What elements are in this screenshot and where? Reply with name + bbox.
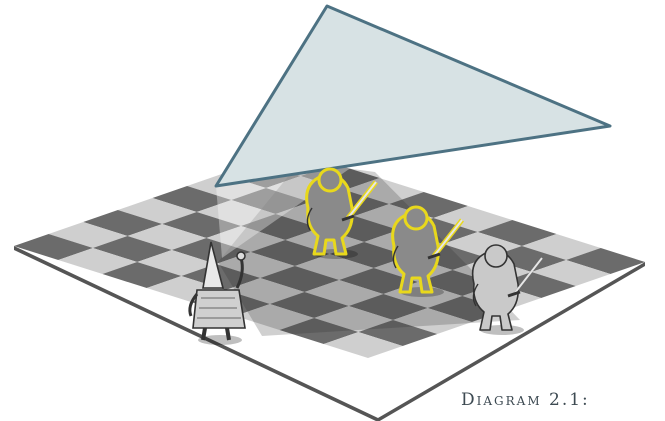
caption-subtitle-cropped <box>461 414 611 421</box>
diagram-caption: Diagram 2.1: <box>461 390 590 410</box>
vision-cone <box>216 6 610 186</box>
